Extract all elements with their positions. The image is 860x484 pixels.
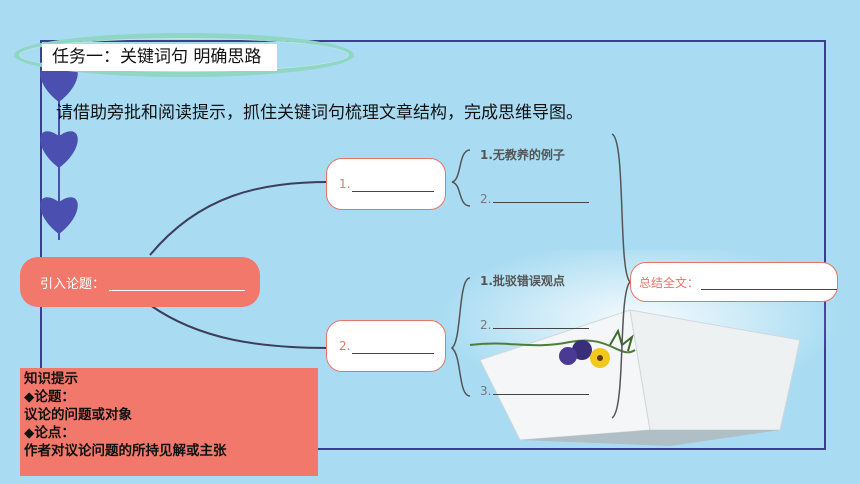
branch2-sub1: 1.批驳错误观点 (480, 274, 565, 288)
content-frame (40, 40, 826, 450)
branch1-label: 1. (339, 177, 351, 191)
branch1-sub2: 2. (480, 188, 590, 206)
intro-node: 引入论题： (20, 257, 260, 307)
branch1-node: 1. (326, 158, 446, 210)
intro-node-label: 引入论题： (40, 276, 106, 292)
summary-node: 总结全文： (630, 262, 838, 302)
intro-blank[interactable] (109, 274, 246, 291)
branch1-sub1: 1.无教养的例子 (480, 148, 565, 162)
branch2-sub3-blank[interactable] (493, 380, 590, 395)
instruction-text: 请借助旁批和阅读提示，抓住关键词句梳理文章结构，完成思维导图。 (56, 103, 583, 123)
branch2-sub3: 3. (480, 380, 590, 398)
summary-blank[interactable] (701, 275, 837, 290)
branch2-blank[interactable] (352, 339, 435, 354)
summary-label: 总结全文： (639, 275, 700, 290)
knowledge-point1-desc: 议论的问题或对象 (24, 407, 132, 423)
knowledge-tip-box: 知识提示 ◆论题： 议论的问题或对象 ◆论点： 作者对议论问题的所持见解或主张 (20, 368, 318, 476)
branch2-label: 2. (339, 339, 351, 353)
knowledge-point1: ◆论题： (24, 389, 75, 405)
branch2-sub2: 2. (480, 314, 590, 332)
heart-chain-icon (40, 40, 78, 240)
branch2-node: 2. (326, 320, 446, 372)
knowledge-point2: ◆论点： (24, 425, 75, 441)
title-highlight-ring (14, 33, 354, 77)
branch1-blank[interactable] (352, 177, 435, 192)
knowledge-point2-desc: 作者对议论问题的所持见解或主张 (24, 443, 227, 459)
branch1-sub2-blank[interactable] (493, 188, 590, 203)
knowledge-heading: 知识提示 (24, 371, 78, 387)
branch2-sub2-blank[interactable] (493, 314, 590, 329)
task-title: 任务一：关键词句 明确思路 (42, 44, 278, 71)
